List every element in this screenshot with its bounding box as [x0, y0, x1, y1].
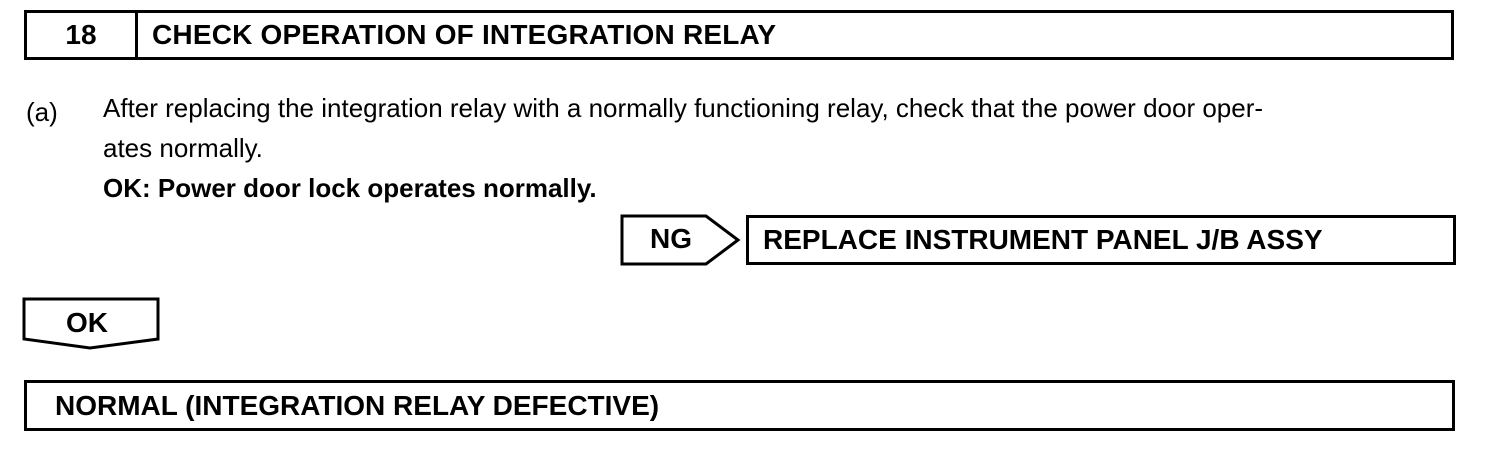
step-number: 18 [27, 13, 138, 57]
step-header: 18 CHECK OPERATION OF INTEGRATION RELAY [24, 10, 1454, 60]
instruction-text: After replacing the integration relay wi… [103, 93, 1264, 163]
ok-arrow-shape [22, 297, 160, 350]
instruction-label: (a) [26, 97, 58, 127]
ok-condition: OK: Power door lock operates normally. [103, 173, 597, 203]
ng-arrow-shape [620, 214, 741, 266]
ng-label: NG [650, 223, 692, 254]
ng-result-box: REPLACE INSTRUMENT PANEL J/B ASSY [746, 215, 1456, 265]
final-result-box: NORMAL (INTEGRATION RELAY DEFECTIVE) [24, 380, 1455, 431]
ok-label: OK [66, 307, 108, 338]
step-title: CHECK OPERATION OF INTEGRATION RELAY [152, 19, 777, 50]
